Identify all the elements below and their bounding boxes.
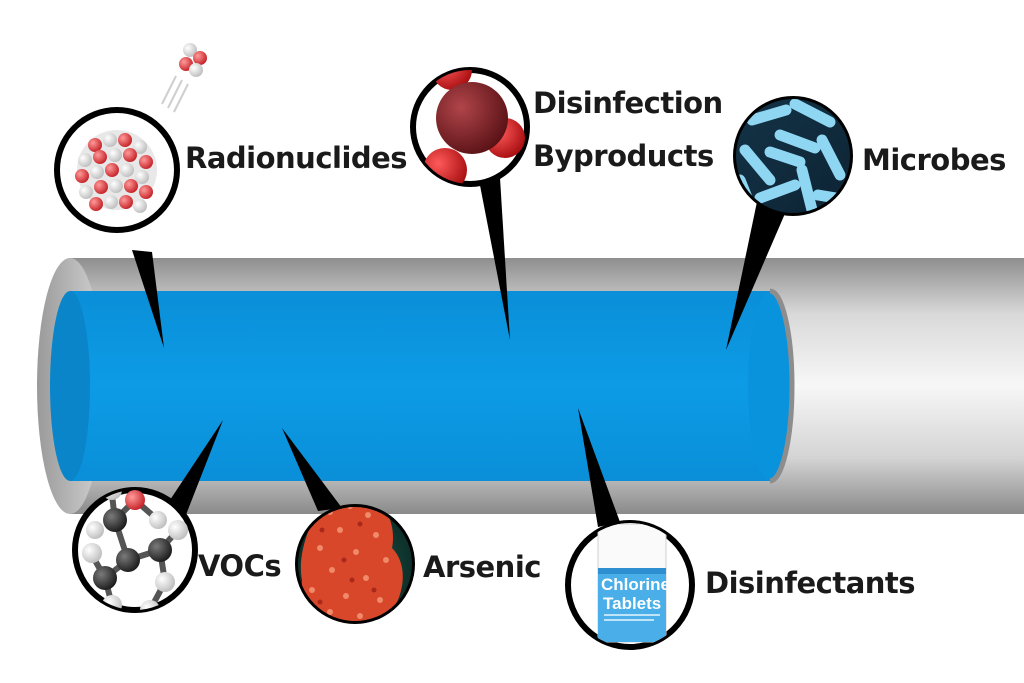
label-vocs: VOCs xyxy=(198,549,282,583)
label-arsenic: Arsenic xyxy=(423,550,541,584)
organic-molecule-icon xyxy=(82,490,188,610)
bottle-label-line2: Tablets xyxy=(603,594,661,613)
tail-radionuclides xyxy=(132,250,164,348)
callout-tails xyxy=(132,175,790,527)
tail-vocs xyxy=(170,420,223,525)
label-disinfectants: Disinfectants xyxy=(705,566,916,600)
label-disinfection-byproducts-line2: Byproducts xyxy=(533,139,714,173)
arsenic-bubble xyxy=(295,504,415,624)
tail-arsenic xyxy=(282,428,342,511)
label-microbes: Microbes xyxy=(862,143,1006,177)
tail-microbes xyxy=(726,197,790,350)
atom-nucleus-icon xyxy=(75,130,157,213)
molecule-icon xyxy=(423,70,525,184)
pipe xyxy=(37,258,1024,514)
water-right-cap xyxy=(748,291,792,481)
label-disinfection-byproducts-line1: Disinfection xyxy=(533,86,723,120)
label-radionuclides: Radionuclides xyxy=(185,141,408,175)
arsenic-crystal-icon xyxy=(298,507,412,621)
radionuclides-bubble xyxy=(54,107,180,233)
tail-disinfectants xyxy=(578,408,620,527)
microbes-bubble xyxy=(733,96,853,216)
escaping-particle-icon xyxy=(161,43,207,113)
bottle-label-line1: Chlorine xyxy=(601,575,670,594)
vocs-bubble xyxy=(72,487,198,613)
disinfection-byproducts-bubble xyxy=(410,67,530,187)
disinfectants-bubble: Chlorine Tablets xyxy=(565,520,695,650)
chlorine-bottle-icon: Chlorine Tablets xyxy=(597,523,670,643)
bacteria-icon xyxy=(736,99,850,213)
water-channel xyxy=(70,291,770,481)
tail-disinfection-byproducts xyxy=(478,175,510,340)
water-left-face xyxy=(50,291,90,481)
